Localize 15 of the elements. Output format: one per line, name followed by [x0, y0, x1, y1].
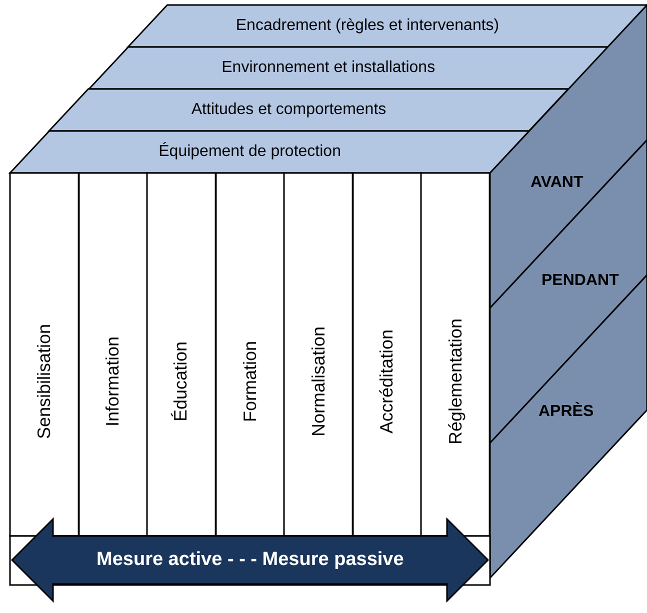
- label: AVANT: [530, 174, 584, 192]
- label: Formation: [240, 340, 261, 422]
- label: Environnement et installations: [222, 59, 436, 77]
- label: Éducation: [170, 340, 192, 422]
- label: Équipement de protection: [158, 143, 341, 161]
- label: Encadrement (règles et intervenants): [236, 17, 500, 35]
- label: Normalisation: [308, 326, 330, 436]
- label: PENDANT: [542, 272, 619, 290]
- label: APRÈS: [538, 403, 594, 421]
- label: Information: [102, 336, 124, 426]
- label: Attitudes et comportements: [191, 101, 386, 119]
- label: Accréditation: [376, 328, 398, 434]
- label: Mesure active - - - Mesure passive: [96, 549, 404, 571]
- label: Sensibilisation: [34, 323, 55, 439]
- label: Réglementation: [445, 318, 466, 444]
